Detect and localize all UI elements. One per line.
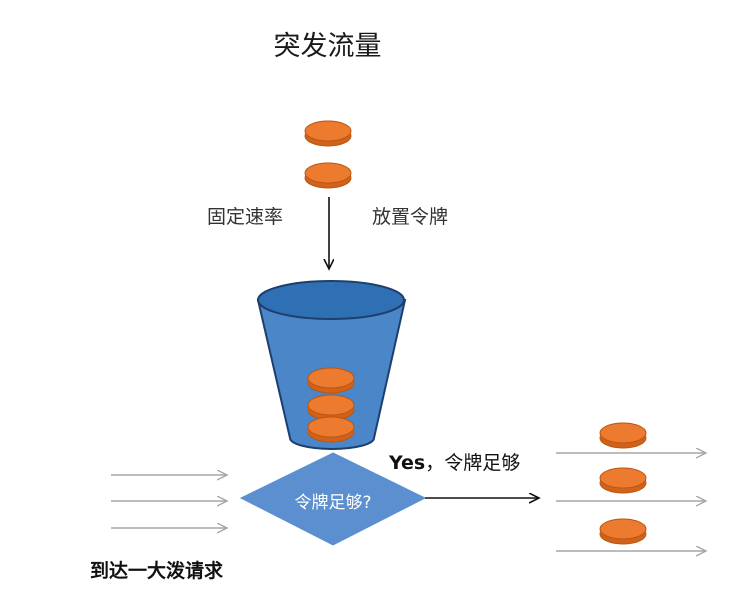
yes-label-prefix: Yes	[389, 452, 426, 474]
token-coin-icon	[599, 518, 647, 545]
place-tokens-label: 放置令牌	[372, 206, 449, 228]
diagram-title: 突发流量	[273, 31, 382, 62]
bucket-icon	[256, 280, 407, 450]
token-coin-icon	[304, 120, 352, 147]
token-coin-icon	[307, 367, 355, 394]
token-coin-icon	[599, 467, 647, 494]
token-coin-icon	[599, 422, 647, 449]
yes-label-suffix: ，令牌足够	[425, 452, 521, 474]
token-coin-icon	[307, 394, 355, 421]
token-coin-icon	[307, 416, 355, 443]
burst-requests-label: 到达一大泼请求	[90, 560, 224, 582]
decision-label: 令牌足够?	[294, 493, 372, 513]
yes-label: Yes，令牌足够	[389, 448, 520, 475]
decision-diamond	[239, 452, 427, 546]
token-coin-icon	[304, 162, 352, 189]
fixed-rate-label: 固定速率	[207, 206, 284, 228]
